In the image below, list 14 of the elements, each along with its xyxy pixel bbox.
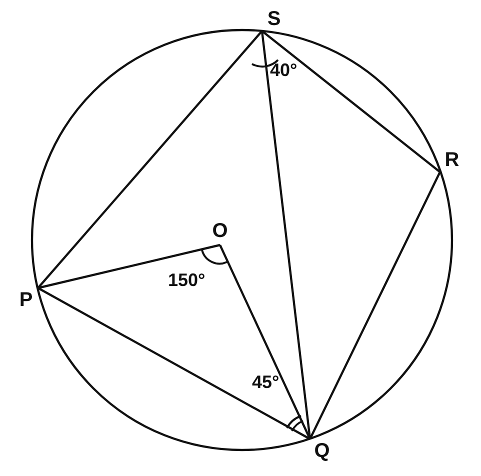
line-segment bbox=[261, 30, 441, 173]
point-label: Q bbox=[310, 439, 334, 463]
point-label: P bbox=[14, 288, 38, 312]
point-label: S bbox=[262, 7, 286, 31]
angle-label: 45° bbox=[252, 372, 280, 393]
angle-label: 40° bbox=[270, 60, 298, 81]
line-segment bbox=[309, 172, 441, 440]
point-label: O bbox=[208, 219, 232, 243]
line-segment bbox=[37, 30, 263, 289]
line-segment bbox=[219, 244, 311, 440]
angle-label: 150° bbox=[168, 270, 206, 291]
point-label: R bbox=[440, 148, 464, 172]
line-segment bbox=[38, 244, 220, 290]
line-segment bbox=[37, 287, 311, 440]
